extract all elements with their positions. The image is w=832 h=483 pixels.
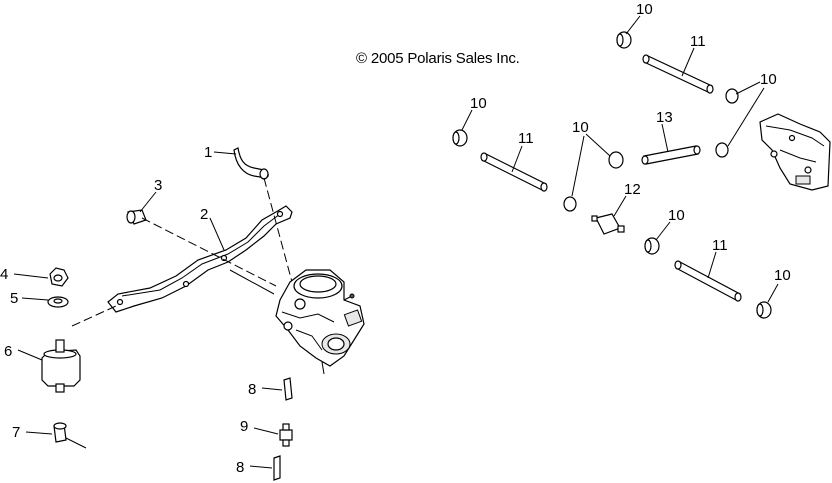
part-11-hose-a xyxy=(642,54,714,94)
leader-3 xyxy=(139,191,157,213)
leader-10d2 xyxy=(571,135,585,197)
leader-9 xyxy=(253,427,279,435)
part-10-clamp-c xyxy=(452,129,468,147)
leader-8b xyxy=(249,465,273,469)
part-7-fastener xyxy=(53,422,67,443)
leader-7 xyxy=(25,431,53,435)
leader-10c xyxy=(461,109,473,131)
leader-11c xyxy=(707,251,717,279)
leader-7b xyxy=(65,437,87,449)
carburetor xyxy=(275,269,365,375)
part-8-pin-lower xyxy=(273,455,281,481)
leader-10f xyxy=(767,283,779,303)
part-6-rubber-mount xyxy=(41,339,81,393)
leader-11b xyxy=(511,145,523,173)
part-5-washer xyxy=(47,296,69,308)
callout-10-f: 10 xyxy=(774,267,791,284)
callout-9: 9 xyxy=(240,418,248,435)
callout-10-a: 10 xyxy=(636,1,653,18)
part-3-cap xyxy=(126,209,147,225)
callout-10-e: 10 xyxy=(668,207,685,224)
leader-10d1 xyxy=(585,133,611,157)
part-10-clamp-e xyxy=(644,237,660,255)
part-10-clamp-b xyxy=(715,88,739,158)
part-11-hose-b xyxy=(480,152,548,192)
part-10-clamp-d xyxy=(563,151,624,212)
part-11-hose-c xyxy=(674,260,742,302)
part-4-nut xyxy=(49,267,69,287)
part-10-clamp-a xyxy=(616,31,632,49)
copyright-notice: © 2005 Polaris Sales Inc. xyxy=(356,50,520,67)
leader-11a xyxy=(681,47,695,77)
leader-10e xyxy=(655,221,671,241)
part-13-hose xyxy=(641,145,701,165)
callout-12: 12 xyxy=(624,181,641,198)
leader-10b2 xyxy=(727,87,765,147)
leader-13 xyxy=(661,123,669,153)
callout-6: 6 xyxy=(4,343,12,360)
callout-2: 2 xyxy=(200,206,208,223)
fuel-pump-housing xyxy=(759,113,831,191)
callout-11-b: 11 xyxy=(518,130,534,147)
leader-10a xyxy=(625,15,641,35)
callout-7: 7 xyxy=(12,424,20,441)
part-2-bracket xyxy=(107,205,293,313)
leader-4 xyxy=(13,273,49,279)
callout-1: 1 xyxy=(204,144,212,161)
part-8-pin-upper xyxy=(283,377,293,401)
callout-4: 4 xyxy=(0,266,8,283)
callout-11-a: 11 xyxy=(690,33,706,50)
leader-8a xyxy=(261,387,283,391)
callout-3: 3 xyxy=(154,177,162,194)
leader-10b1 xyxy=(735,81,761,95)
callout-11-c: 11 xyxy=(712,237,728,254)
leader-2 xyxy=(209,217,225,251)
callout-10-c: 10 xyxy=(470,95,487,112)
callout-10-b: 10 xyxy=(760,71,777,88)
leader-1 xyxy=(213,151,237,155)
leader-6 xyxy=(17,349,43,361)
part-12-filter xyxy=(591,213,625,235)
part-10-clamp-f xyxy=(756,301,772,319)
assembly-lines xyxy=(71,177,293,327)
leader-12 xyxy=(613,195,627,217)
part-9-valve xyxy=(279,423,293,447)
callout-8-lower: 8 xyxy=(236,459,244,476)
callout-5: 5 xyxy=(10,290,18,307)
part-1-vent-hose xyxy=(233,147,269,180)
callout-13: 13 xyxy=(656,109,673,126)
callout-8-upper: 8 xyxy=(248,381,256,398)
leader-5 xyxy=(21,297,49,301)
callout-10-d: 10 xyxy=(572,119,589,136)
